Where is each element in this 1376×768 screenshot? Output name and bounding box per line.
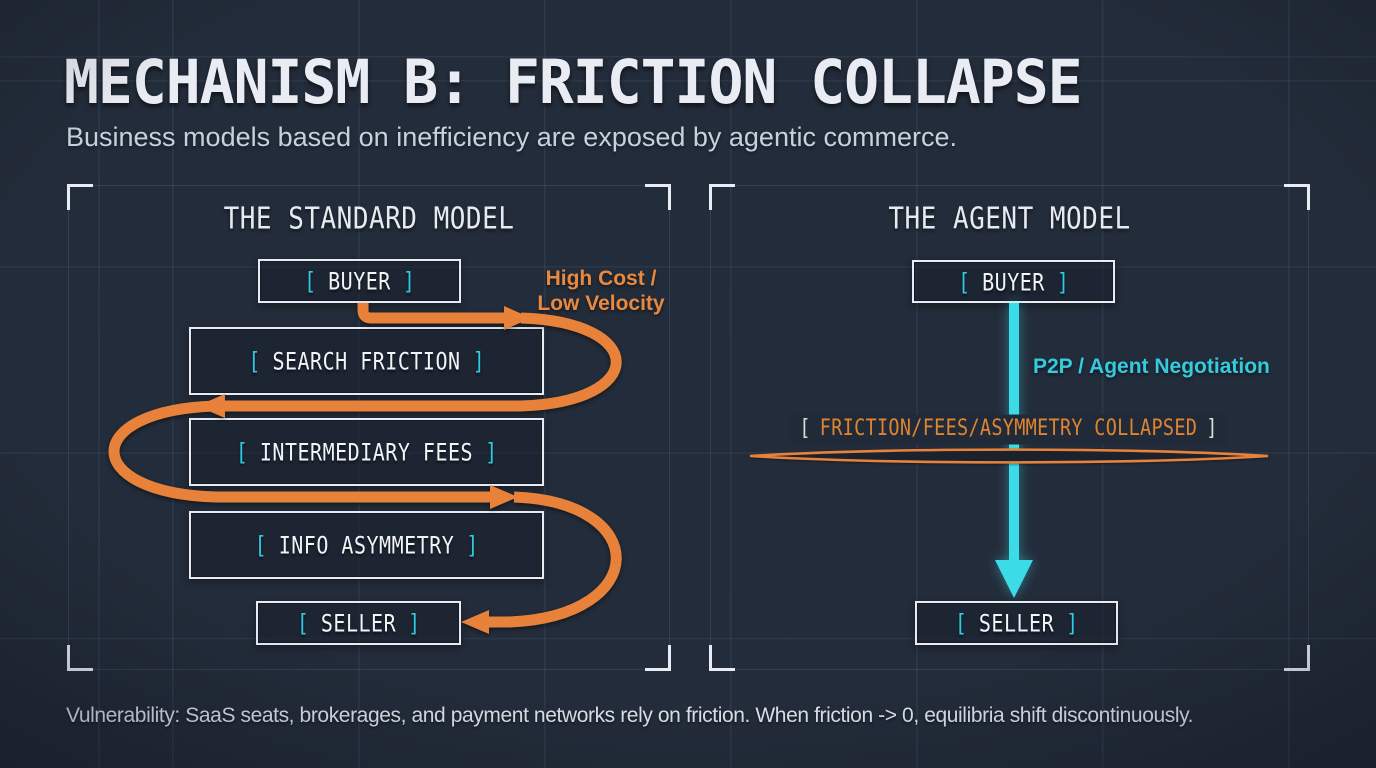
bracket-open: [ [799, 415, 811, 441]
friction-collapsed-text: [ FRICTION/FEES/ASYMMETRY COLLAPSED] [789, 414, 1228, 445]
collapsed-text: FRICTION/FEES/ASYMMETRY COLLAPSED [819, 415, 1198, 441]
friction-collapsed-label: [ FRICTION/FEES/ASYMMETRY COLLAPSED] [710, 414, 1307, 445]
bracket-close: ] [1206, 415, 1218, 441]
